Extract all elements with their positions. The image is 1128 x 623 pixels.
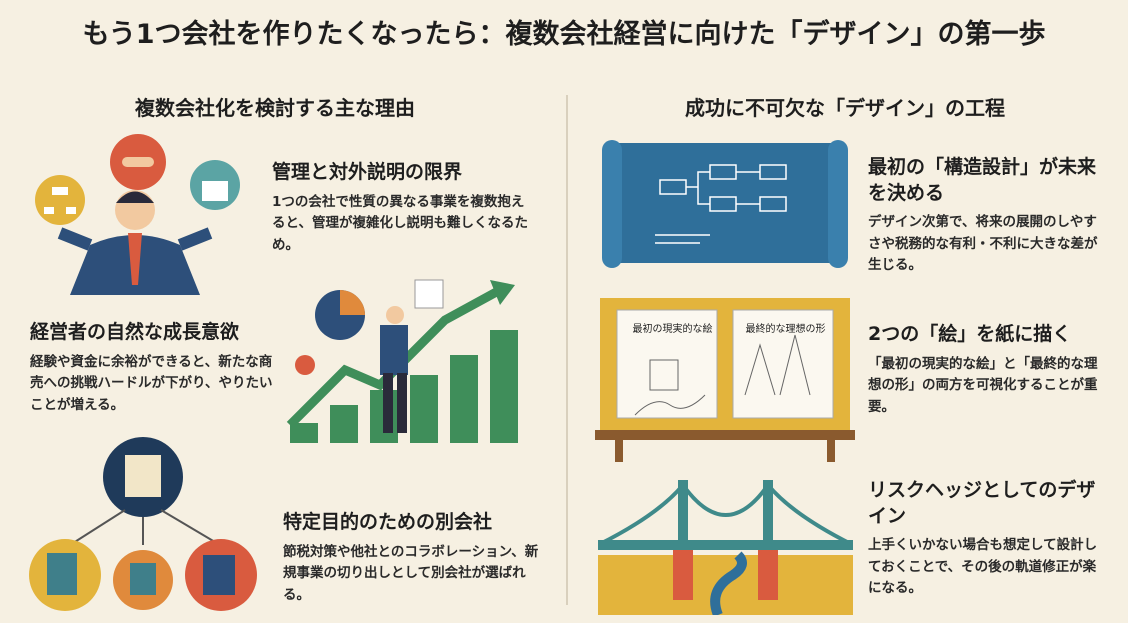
company-network-illustration <box>29 437 257 611</box>
growth-chart-illustration <box>286 279 518 443</box>
board-label-realistic: 最初の現実的な絵 <box>632 324 713 335</box>
column-divider <box>566 95 568 605</box>
blueprint-illustration <box>602 140 848 268</box>
section-title: 管理と対外説明の限界 <box>272 161 463 183</box>
section-title: 経営者の自然な成長意欲 <box>30 321 240 343</box>
design-risk-hedge: リスクヘッジとしてのデザイン 上手くいかない場合も想定して設計しておくことで、そ… <box>868 478 1108 600</box>
section-body: デザイン次第で、将来の展開のしやすさや税務的な有利・不利に大きな差が生じる。 <box>868 214 1098 274</box>
confused-businessman-illustration <box>35 134 240 295</box>
two-pictures-board-illustration <box>595 298 855 462</box>
right-column-heading: 成功に不可欠な「デザイン」の工程 <box>685 96 1005 120</box>
section-body: 1つの会社で性質の異なる事業を複数抱えると、管理が複雑化し説明も難しくなるため。 <box>272 193 528 253</box>
reason-management-limit: 管理と対外説明の限界 1つの会社で性質の異なる事業を複数抱えると、管理が複雑化し… <box>272 160 537 256</box>
section-body: 上手くいかない場合も想定して設計しておくことで、その後の軌道修正が楽になる。 <box>868 537 1098 597</box>
left-column-heading: 複数会社化を検討する主な理由 <box>135 96 415 120</box>
section-title: リスクヘッジとしてのデザイン <box>868 479 1096 527</box>
section-body: 経験や資金に余裕ができると、新たな商売への挑戦ハードルが下がり、やりたいことが増… <box>30 353 273 413</box>
section-title: 2つの「絵」を紙に描く <box>868 323 1072 345</box>
board-label-ideal: 最終的な理想の形 <box>745 324 826 335</box>
section-title: 最初の「構造設計」が未来を決める <box>868 156 1097 204</box>
reason-special-purpose: 特定目的のための別会社 節税対策や他社とのコラボレーション、新規事業の切り出しと… <box>283 510 543 606</box>
page-title: もう1つ会社を作りたくなったら：複数会社経営に向けた「デザイン」の第一歩 <box>82 19 1046 50</box>
section-body: 節税対策や他社とのコラボレーション、新規事業の切り出しとして別会社が選ばれる。 <box>283 543 539 603</box>
section-body: 「最初の現実的な絵」と「最終的な理想の形」の両方を可視化することが重要。 <box>868 355 1098 415</box>
design-two-pictures: 2つの「絵」を紙に描く 「最初の現実的な絵」と「最終的な理想の形」の両方を可視化… <box>868 322 1108 418</box>
reason-growth-ambition: 経営者の自然な成長意欲 経験や資金に余裕ができると、新たな商売への挑戦ハードルが… <box>30 320 285 416</box>
design-structure: 最初の「構造設計」が未来を決める デザイン次第で、将来の展開のしやすさや税務的な… <box>868 155 1108 277</box>
section-title: 特定目的のための別会社 <box>283 511 493 533</box>
bridge-illustration <box>598 480 853 615</box>
